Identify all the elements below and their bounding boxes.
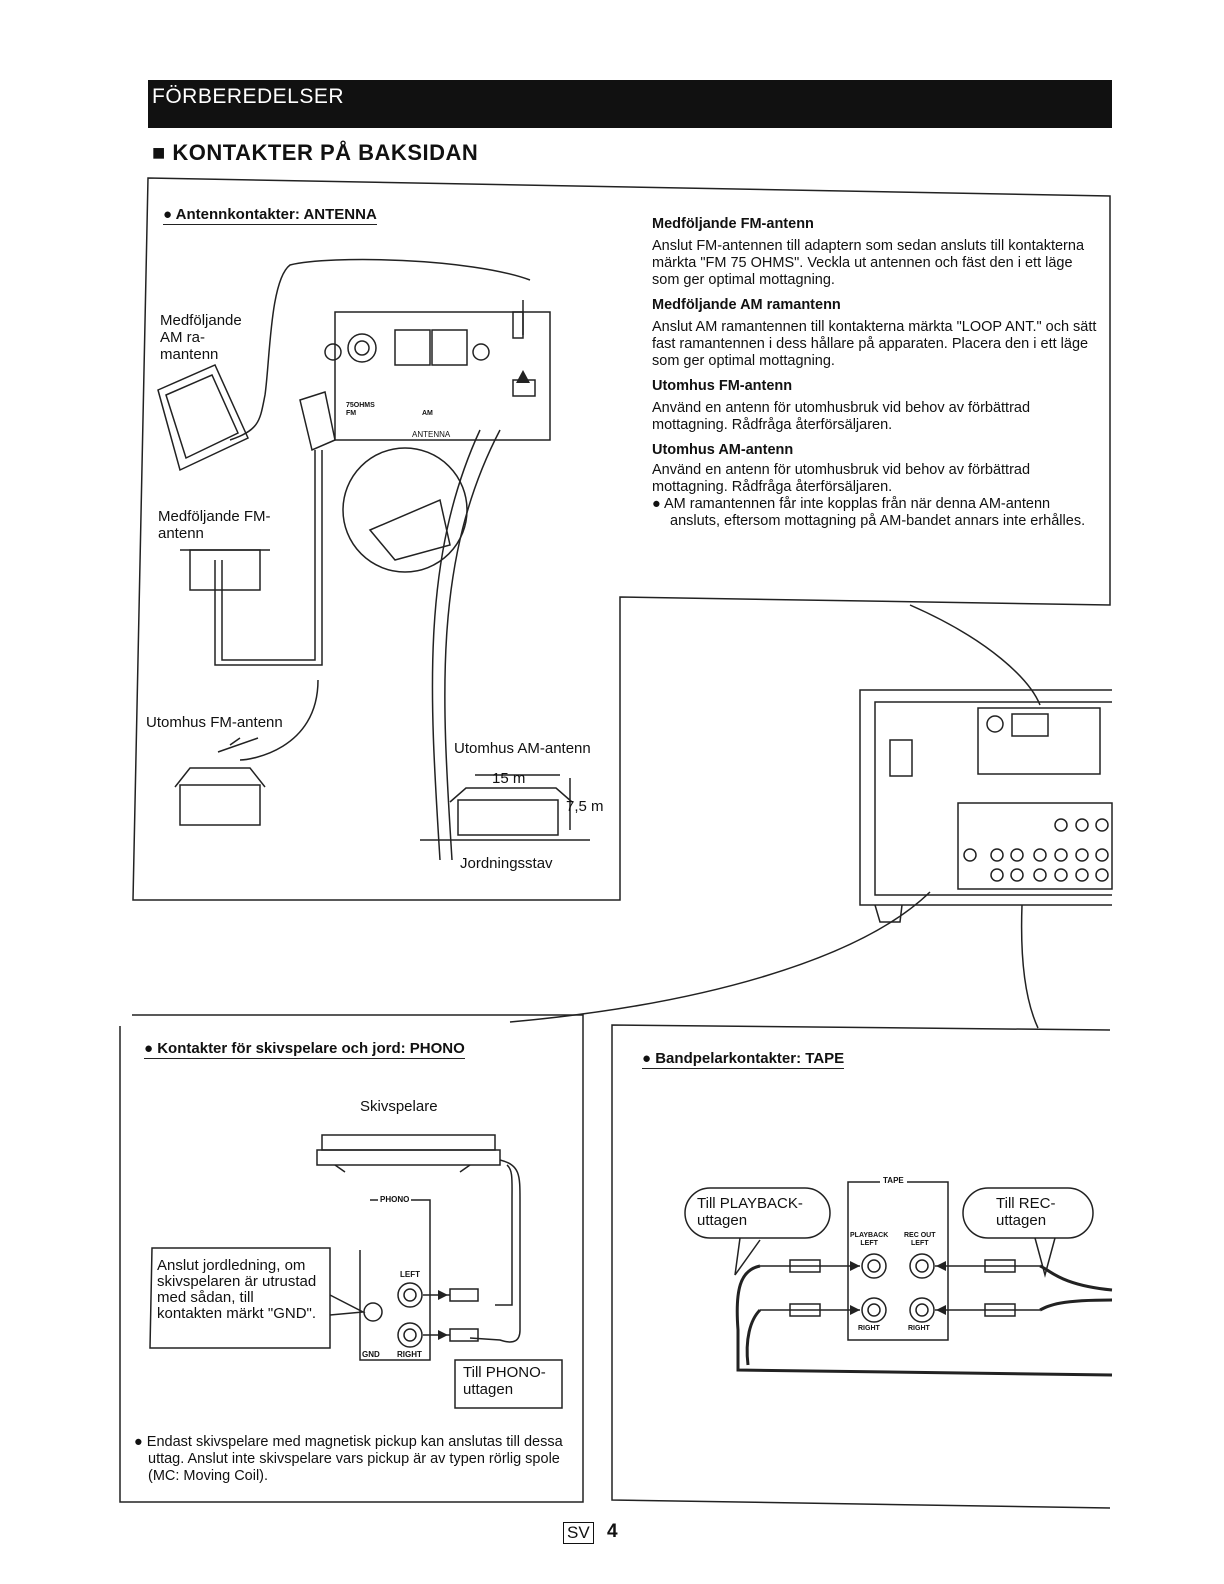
- antenna-text-block: Medföljande FM-antenn Anslut FM-antennen…: [652, 216, 1100, 530]
- page-number: 4: [607, 1521, 618, 1542]
- height-label: 7,5 m: [566, 798, 604, 815]
- outdoor-fm-label: Utomhus FM-antenn: [146, 714, 283, 731]
- outdoor-am-house: [457, 799, 559, 836]
- fm-adapter: [299, 391, 336, 452]
- phono-left-label: LEFT: [400, 1270, 420, 1279]
- tape-right-label-b: RIGHT: [908, 1325, 930, 1332]
- antenna-subheading: ● Antennkontakter: ANTENNA: [163, 206, 377, 225]
- outdoor-fm-house: [179, 784, 261, 826]
- fm-antenna-label: Medföljande FM- antenn: [158, 508, 271, 542]
- outdoor-am-label: Utomhus AM-antenn: [454, 740, 591, 757]
- rec-callout-text: Till REC- uttagen: [996, 1195, 1056, 1229]
- phono-panel-frame: [119, 1014, 584, 1503]
- rec-left-jack: [909, 1253, 935, 1279]
- am-terminal-right: [431, 329, 468, 366]
- receiver-rear-panel: [859, 689, 1112, 906]
- playback-callout-text: Till PLAYBACK- uttagen: [697, 1195, 803, 1229]
- playback-left-jack: [861, 1253, 887, 1279]
- fm-supplied-heading: Medföljande FM-antenn: [652, 216, 814, 232]
- ground-note: Anslut jordledning, om skivspelaren är u…: [157, 1257, 317, 1322]
- turntable: [316, 1149, 501, 1166]
- gnd-terminal: [363, 1302, 383, 1322]
- outdoor-fm-heading: Utomhus FM-antenn: [652, 378, 793, 394]
- antenna-panel-frame: [132, 177, 1111, 901]
- phono-right-jack: [397, 1322, 423, 1348]
- ground-rod-label: Jordningsstav: [460, 855, 553, 872]
- am-loop-label: Medföljande AM ra- mantenn: [160, 312, 242, 363]
- fm-dipole: [189, 549, 261, 591]
- am-terminal-label: AM: [422, 410, 433, 417]
- fm-supplied-body: Anslut FM-antennen till adaptern som sed…: [652, 238, 1085, 288]
- rec-left-label: REC OUT LEFT: [904, 1232, 936, 1247]
- phono-subheading: ● Kontakter för skivspelare och jord: PH…: [144, 1040, 465, 1059]
- phono-callout-box: [454, 1359, 563, 1409]
- rec-right-jack: [909, 1297, 935, 1323]
- phono-footnote: ● Endast skivspelare med magnetisk picku…: [134, 1434, 563, 1484]
- ground-note-box: [149, 1247, 331, 1349]
- phono-jack-panel: [359, 1199, 431, 1361]
- phono-panel-label: PHONO: [378, 1195, 412, 1204]
- tape-subheading: ● Bandpelarkontakter: TAPE: [642, 1050, 845, 1069]
- am-supplied-body: Anslut AM ramantennen till kontakterna m…: [652, 319, 1097, 369]
- gnd-label: GND: [362, 1350, 380, 1359]
- playback-callout: [684, 1187, 831, 1239]
- am-loop-antenna: [157, 364, 249, 472]
- outdoor-fm-body: Använd en antenn för utomhusbruk vid beh…: [652, 400, 1031, 433]
- phono-right-label: RIGHT: [397, 1350, 422, 1359]
- antenna-terminal-label: ANTENNA: [412, 430, 451, 439]
- language-badge: SV: [563, 1522, 594, 1544]
- am-terminal-left: [394, 329, 431, 366]
- rec-callout: [962, 1187, 1094, 1239]
- playback-right-jack: [861, 1297, 887, 1323]
- antenna-terminal-panel: [334, 311, 551, 441]
- tape-panel-frame: [611, 1024, 1111, 1509]
- playback-left-label: PLAYBACK LEFT: [850, 1232, 889, 1247]
- fm-terminal-label: 75OHMS FM: [346, 402, 375, 417]
- header-title: FÖRBEREDELSER: [152, 85, 345, 108]
- phono-left-jack: [397, 1282, 423, 1308]
- tape-panel-label: TAPE: [880, 1176, 907, 1185]
- outdoor-am-heading: Utomhus AM-antenn: [652, 442, 794, 458]
- am-bullet-note: ● AM ramantennen får inte kopplas från n…: [652, 496, 1086, 529]
- am-supplied-heading: Medföljande AM ramantenn: [652, 297, 841, 313]
- distance-label: 15 m: [492, 770, 526, 787]
- outdoor-am-body: Använd en antenn för utomhusbruk vid beh…: [652, 462, 1031, 495]
- fm-terminal: [347, 333, 377, 363]
- turntable-label: Skivspelare: [360, 1098, 438, 1115]
- section-title: ■ KONTAKTER PÅ BAKSIDAN: [152, 140, 479, 165]
- phono-callout: Till PHONO- uttagen: [463, 1364, 546, 1398]
- adapter-detail: [342, 447, 468, 573]
- tape-right-label-a: RIGHT: [858, 1325, 880, 1332]
- header-bar: [148, 80, 1112, 128]
- tape-jack-panel: [847, 1181, 949, 1341]
